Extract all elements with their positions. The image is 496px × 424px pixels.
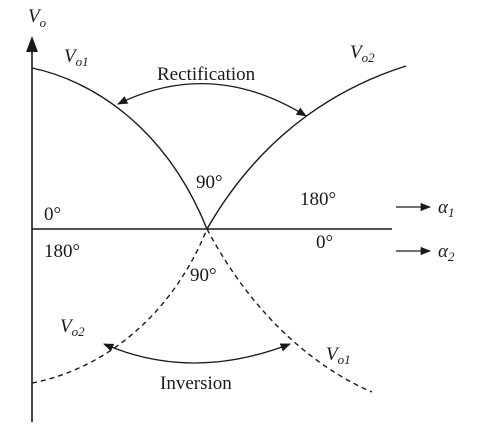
vertical-axis-arrowhead [26,36,38,52]
rectification-arrow [117,83,307,117]
alpha1-end-label: 180° [300,189,336,210]
label-vo2-lower: Vo2 [60,316,85,339]
alpha1-start-label: 0° [44,204,61,225]
label-vo2-upper: Vo2 [350,42,375,65]
vertical-axis-label: Vo [28,6,47,30]
inversion-label: Inversion [160,373,232,394]
label-vo1-lower: Vo1 [326,344,351,367]
rectification-label: Rectification [157,64,256,85]
alpha1-label: α1 [438,197,454,220]
alpha1-mid-label: 90° [196,172,223,193]
alpha2-start-label: 180° [44,241,80,262]
label-vo1-upper: Vo1 [64,46,89,69]
alpha2-mid-label: 90° [190,265,217,286]
curve-vo2-lower [31,228,208,384]
alpha2-end-label: 0° [316,232,333,253]
inversion-arrow [103,343,291,364]
curve-vo2-upper [206,65,407,230]
curve-vo1-lower [206,228,373,393]
alpha2-label: α2 [438,241,455,264]
